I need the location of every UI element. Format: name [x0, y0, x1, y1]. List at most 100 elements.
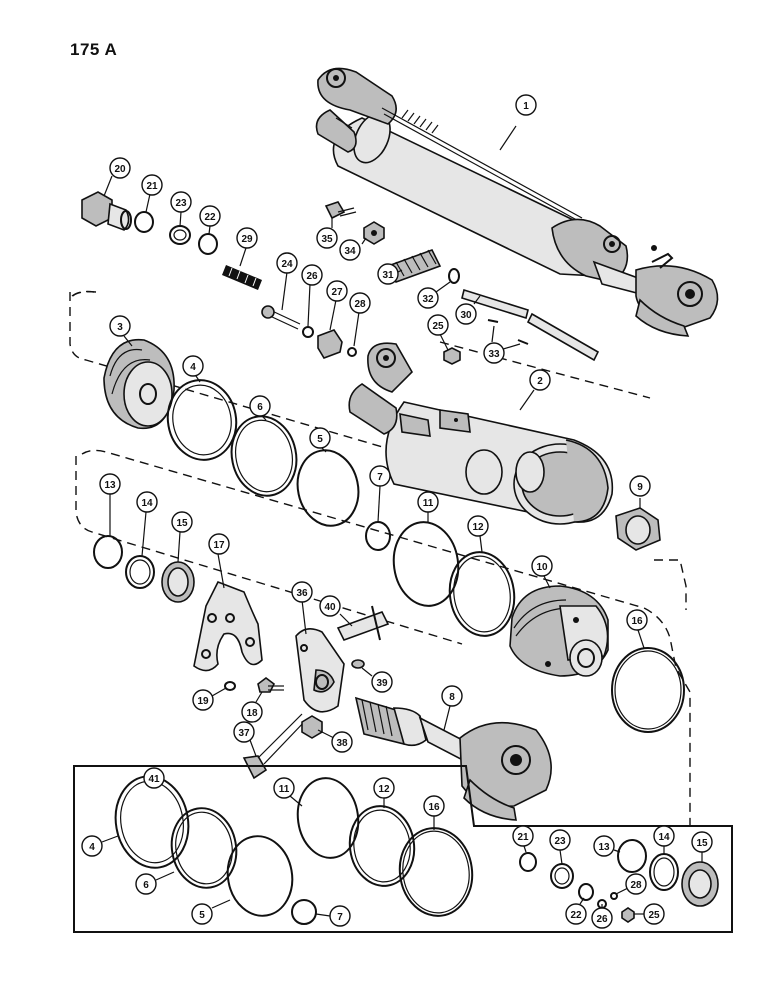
- callout-35: 35: [316, 218, 338, 249]
- callout-34: 34: [339, 237, 367, 261]
- svg-text:2: 2: [537, 376, 543, 387]
- ball-28: [347, 347, 357, 357]
- dashed-group-lower: [75, 449, 691, 830]
- callout-14: 14: [136, 491, 158, 557]
- valve-rod-40: [336, 605, 390, 641]
- kit-ring-14: [649, 853, 679, 891]
- svg-text:34: 34: [344, 246, 356, 257]
- callout-7: 7: [369, 465, 391, 523]
- callout-20: 20: [103, 157, 131, 197]
- kit-callout-7: 7: [315, 905, 351, 927]
- kit-callout-21: 21: [512, 825, 534, 853]
- callout-29: 29: [236, 227, 258, 267]
- svg-text:8: 8: [449, 692, 455, 703]
- svg-text:5: 5: [317, 434, 323, 445]
- svg-text:31: 31: [382, 270, 394, 281]
- screw-18: [257, 677, 284, 693]
- callout-6: 6: [249, 395, 271, 421]
- svg-text:41: 41: [148, 774, 160, 785]
- fitting-20: [81, 191, 132, 231]
- kit-callout-15: 15: [691, 831, 713, 862]
- svg-text:39: 39: [376, 678, 388, 689]
- cylinder-tube-2: [348, 342, 614, 525]
- callout-4: 4: [182, 355, 204, 383]
- callout-41: 41: [143, 767, 165, 789]
- o-ring-11: [392, 521, 460, 607]
- svg-text:11: 11: [279, 784, 290, 795]
- washer-19: [224, 681, 236, 691]
- svg-text:16: 16: [428, 802, 440, 813]
- svg-text:1: 1: [523, 101, 529, 112]
- kit-o-ring-13: [617, 839, 647, 873]
- svg-text:38: 38: [336, 738, 348, 749]
- callout-27: 27: [326, 280, 348, 331]
- gland-head-10: [509, 585, 609, 677]
- svg-text:5: 5: [199, 910, 205, 921]
- o-ring-22: [198, 233, 218, 255]
- kit-seal-12: [348, 805, 416, 887]
- callout-15: 15: [171, 511, 193, 563]
- svg-text:12: 12: [378, 784, 390, 795]
- svg-text:6: 6: [257, 402, 263, 413]
- svg-text:28: 28: [630, 880, 642, 891]
- piston-3: [103, 338, 175, 430]
- svg-text:13: 13: [598, 842, 610, 853]
- svg-text:35: 35: [321, 234, 333, 245]
- nut-34: [363, 221, 385, 245]
- o-ring-7: [365, 521, 391, 551]
- page-number: 175 A: [70, 40, 118, 59]
- pins-33: [487, 319, 529, 345]
- svg-text:23: 23: [554, 836, 566, 847]
- svg-text:32: 32: [422, 294, 434, 305]
- kit-callout-16: 16: [423, 795, 445, 830]
- callout-10: 10: [531, 555, 553, 589]
- kit-callout-11: 11: [273, 777, 303, 807]
- kit-callout-5: 5: [191, 899, 231, 925]
- kit-callout-25: 25: [634, 903, 665, 925]
- valve-24: [261, 305, 301, 330]
- nut-9: [615, 507, 661, 551]
- callout-12: 12: [467, 515, 489, 553]
- kit-o-ring-11: [296, 777, 360, 859]
- svg-text:16: 16: [631, 616, 643, 627]
- kit-41-box: [73, 765, 733, 933]
- kit-o-ring-21: [519, 852, 537, 872]
- kit-callout-13: 13: [593, 835, 621, 857]
- callout-13: 13: [99, 473, 121, 536]
- svg-text:24: 24: [281, 259, 293, 270]
- callout-19: 19: [192, 687, 227, 711]
- svg-text:19: 19: [197, 696, 209, 707]
- callout-30: 30: [455, 295, 481, 325]
- svg-text:28: 28: [354, 299, 366, 310]
- seal-6: [230, 415, 298, 497]
- svg-text:36: 36: [296, 588, 308, 599]
- svg-text:26: 26: [306, 271, 318, 282]
- kit-callout-12: 12: [373, 777, 395, 808]
- nut-25: [443, 347, 461, 365]
- screw-37: [242, 713, 307, 780]
- kit-callout-23: 23: [549, 829, 571, 865]
- svg-text:22: 22: [570, 910, 582, 921]
- screw-35: [324, 201, 357, 220]
- callout-31: 31: [377, 263, 403, 285]
- callout-22: 22: [199, 205, 221, 235]
- plug-27: [317, 329, 343, 359]
- svg-text:7: 7: [337, 912, 343, 923]
- svg-text:11: 11: [423, 498, 434, 509]
- svg-text:13: 13: [104, 480, 116, 491]
- kit-nut-25: [621, 907, 635, 923]
- svg-text:27: 27: [331, 287, 343, 298]
- svg-text:26: 26: [596, 914, 608, 925]
- wiper-15: [161, 561, 195, 603]
- svg-text:3: 3: [117, 322, 123, 333]
- svg-text:33: 33: [488, 349, 500, 360]
- callout-1: 1: [499, 94, 537, 151]
- svg-text:7: 7: [377, 472, 383, 483]
- callout-39: 39: [361, 667, 393, 693]
- kit-o-ring-5: [226, 835, 294, 917]
- washer-39: [351, 659, 365, 669]
- svg-text:15: 15: [696, 838, 708, 849]
- callout-9: 9: [629, 475, 651, 508]
- callout-28: 28: [349, 292, 371, 347]
